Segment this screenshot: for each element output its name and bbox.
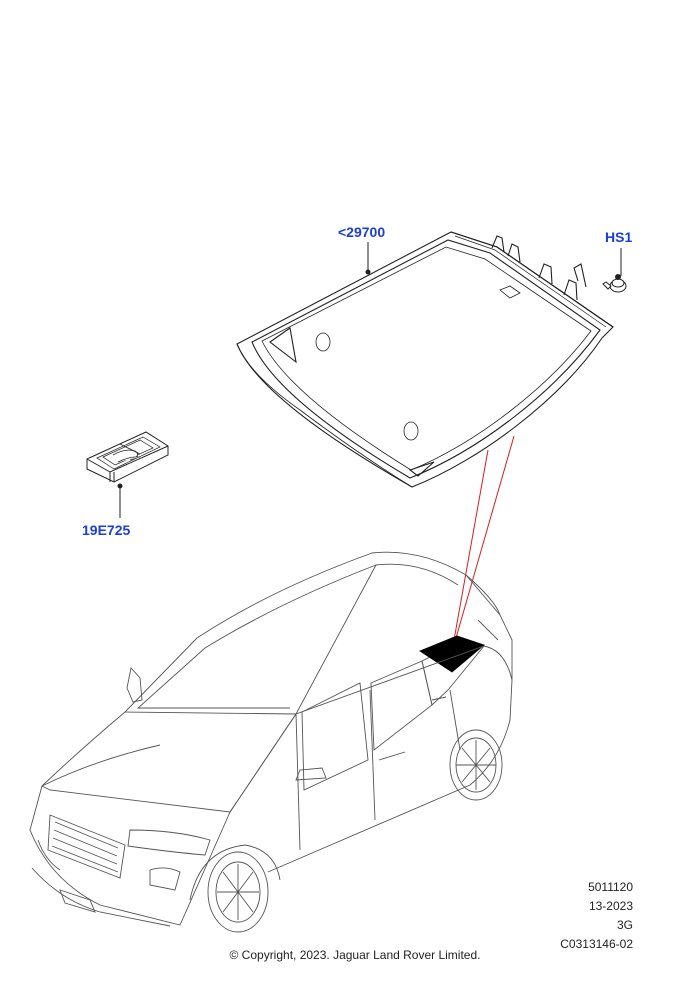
reference-line-4: C0313146-02: [560, 937, 633, 951]
leader-29700-dot: [365, 269, 371, 275]
callout-windshield-part[interactable]: <29700: [338, 224, 386, 240]
locator-line-1: [453, 449, 489, 641]
callout-clip-part[interactable]: HS1: [605, 229, 633, 245]
windshield-glass[interactable]: [236, 231, 614, 488]
rear-quarter-glass-highlight: [419, 635, 485, 673]
copyright-notice: © Copyright, 2023. Jaguar Land Rover Lim…: [229, 948, 481, 962]
clip-hs1[interactable]: [602, 274, 627, 293]
locator-line-2: [455, 435, 515, 639]
callout-kit-part[interactable]: 19E725: [82, 522, 131, 538]
reference-line-3: 3G: [616, 918, 633, 932]
reference-line-2: 13-2023: [588, 899, 633, 913]
reference-line-1: 5011120: [588, 880, 633, 894]
leader-19e725-dot: [117, 483, 123, 489]
vehicle-outline: [29, 551, 513, 933]
reference-block: 5011120 13-2023 3G C0313146-02: [513, 878, 633, 954]
adhesive-kit[interactable]: [86, 431, 169, 483]
